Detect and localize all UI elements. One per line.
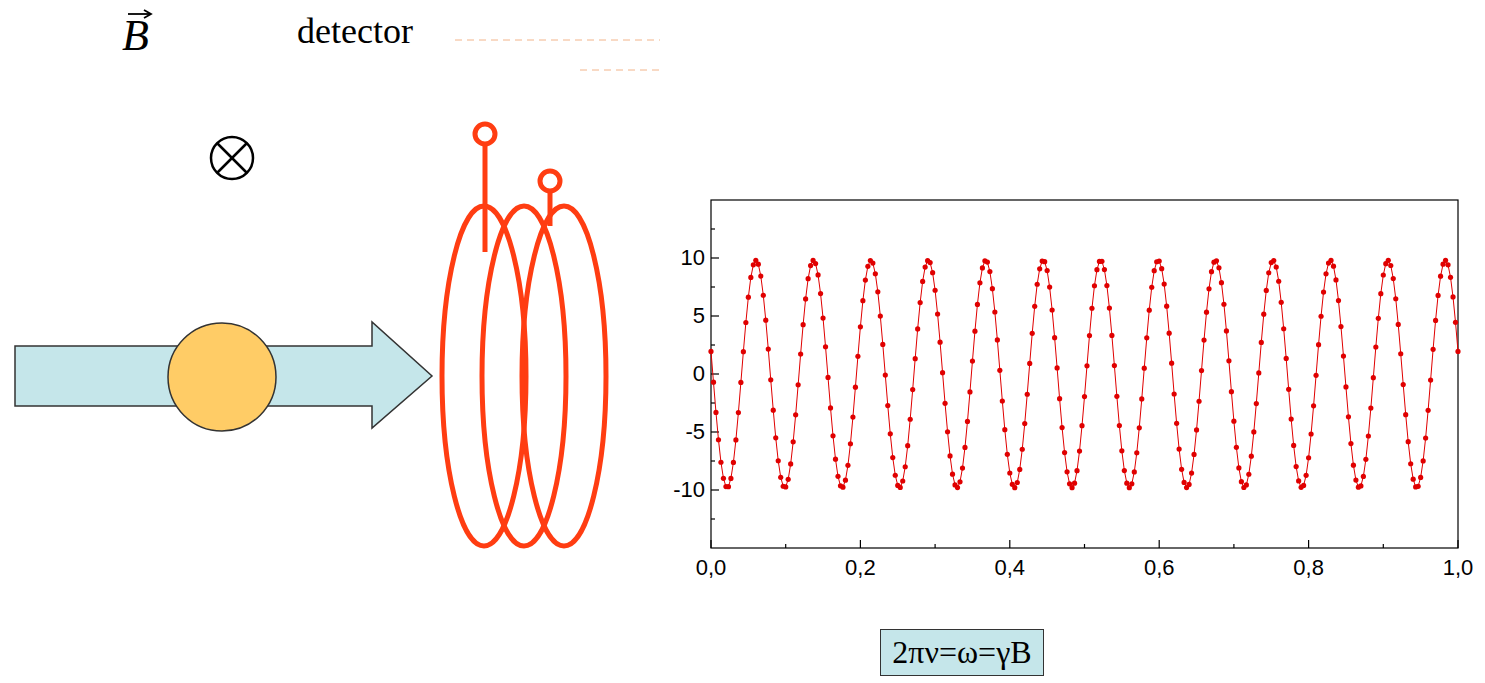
- formula-text: 2πν=ω=γB: [892, 634, 1031, 671]
- x-tick-label: 0,2: [845, 556, 876, 580]
- x-tick-label: 0,0: [696, 556, 727, 580]
- x-tick-label: 0,4: [995, 556, 1026, 580]
- y-tick-label: 10: [681, 246, 705, 270]
- x-tick-label: 0,6: [1144, 556, 1175, 580]
- y-tick-label: 0: [693, 362, 705, 386]
- plot-frame: [711, 200, 1458, 548]
- y-tick-label: 5: [693, 304, 705, 328]
- detector-label: detector: [297, 12, 413, 52]
- field-symbol: B: [122, 12, 149, 60]
- dashed-lines: [455, 40, 660, 70]
- formula-box: 2πν=ω=γB: [880, 629, 1044, 676]
- signal-trace: [708, 258, 1460, 491]
- x-tick-label: 0,8: [1293, 556, 1324, 580]
- y-tick-label: -5: [685, 420, 705, 444]
- field-into-page-symbol: [211, 137, 253, 179]
- axis-ticks: [711, 229, 1458, 548]
- y-tick-label: -10: [673, 478, 705, 502]
- particle: [168, 323, 276, 431]
- x-tick-label: 1,0: [1443, 556, 1474, 580]
- detector-coil: [442, 124, 606, 546]
